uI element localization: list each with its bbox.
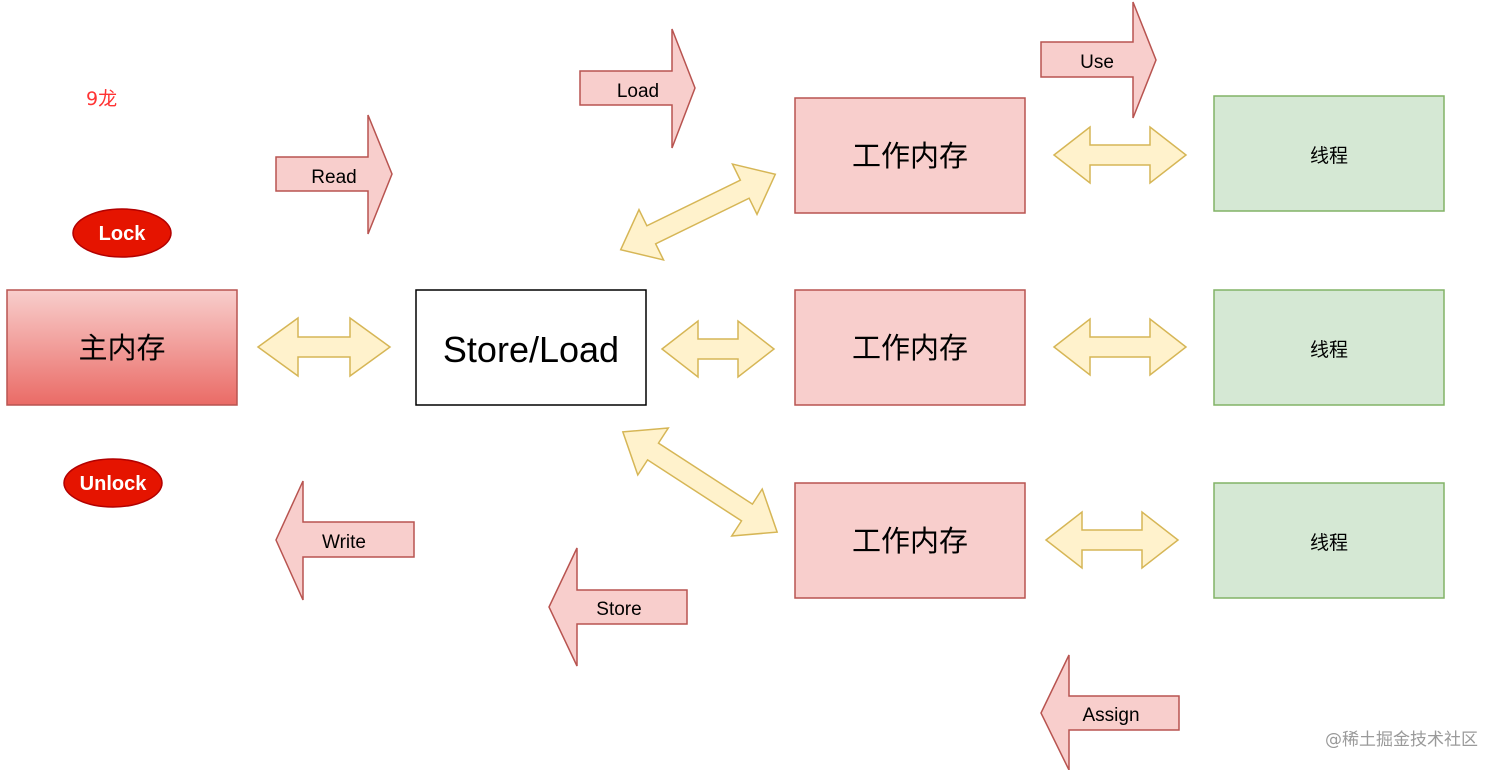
working-thread-double-arrow <box>1052 125 1188 185</box>
note-label: 9龙 <box>86 88 117 110</box>
assign-label: Assign <box>1082 705 1139 726</box>
thread-label: 线程 <box>1310 145 1348 167</box>
working-thread-double-arrow <box>1052 317 1188 377</box>
thread-box[interactable]: 线程 <box>1213 289 1445 406</box>
lock-ellipse[interactable]: Lock <box>72 208 172 258</box>
use-label: Use <box>1080 52 1114 73</box>
use-arrow[interactable]: Use <box>1040 1 1157 119</box>
working-memory-box[interactable]: 工作内存 <box>794 97 1026 214</box>
working-thread-double-arrow <box>1044 510 1180 570</box>
main-memory-box[interactable]: 主内存 <box>6 289 238 406</box>
thread-box[interactable]: 线程 <box>1213 482 1445 599</box>
working-memory-box[interactable]: 工作内存 <box>794 482 1026 599</box>
unlock-label: Unlock <box>80 473 148 495</box>
write-label: Write <box>322 532 366 553</box>
thread-box[interactable]: 线程 <box>1213 95 1445 212</box>
load-arrow[interactable]: Load <box>579 28 696 149</box>
thread-label: 线程 <box>1310 339 1348 361</box>
thread-label: 线程 <box>1310 532 1348 554</box>
assign-arrow[interactable]: Assign <box>1040 654 1180 770</box>
working-memory-box[interactable]: 工作内存 <box>794 289 1026 406</box>
store-working-double-arrow <box>660 319 776 379</box>
store-label: Store <box>596 599 641 620</box>
read-label: Read <box>311 167 356 188</box>
working-memory-label: 工作内存 <box>852 139 968 173</box>
read-arrow[interactable]: Read <box>275 114 393 235</box>
working-memory-label: 工作内存 <box>852 331 968 365</box>
store-working-diagonal-arrow <box>619 162 777 262</box>
store-load-box[interactable]: Store/Load <box>415 289 647 406</box>
store-working-diagonal-arrow <box>621 427 779 537</box>
store-load-label: Store/Load <box>443 329 619 370</box>
main-memory-label: 主内存 <box>78 331 165 365</box>
load-label: Load <box>617 81 659 102</box>
working-memory-label: 工作内存 <box>852 524 968 558</box>
store-arrow[interactable]: Store <box>548 547 688 667</box>
write-arrow[interactable]: Write <box>275 480 415 601</box>
main-store-double-arrow <box>256 316 392 378</box>
unlock-ellipse[interactable]: Unlock <box>63 458 163 508</box>
watermark: @稀土掘金技术社区 <box>1325 730 1478 750</box>
lock-label: Lock <box>99 223 147 245</box>
